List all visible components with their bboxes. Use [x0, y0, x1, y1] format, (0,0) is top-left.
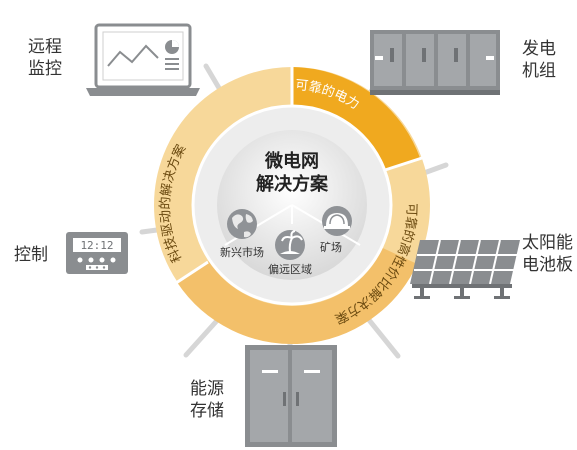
- helmet-icon: [322, 206, 352, 236]
- ring-separator-left: [175, 260, 209, 285]
- island-icon: [275, 230, 305, 260]
- label-remote-monitoring: 远程 监控: [28, 37, 62, 79]
- storage-cabinet-icon: [245, 345, 337, 447]
- control-display-time: 12:12: [80, 239, 113, 252]
- spoke-bottom-left: [183, 312, 225, 358]
- globe-icon: [227, 209, 257, 239]
- ring-segment-orange: [291, 67, 420, 172]
- market-label-mining: 矿场: [320, 240, 342, 254]
- control-panel-icon: 12:12: [66, 232, 128, 274]
- label-energy-storage: 能源 存储: [190, 379, 224, 421]
- inner-divider-left: [224, 204, 293, 246]
- label-generator-set: 发电 机组: [522, 39, 556, 81]
- market-label-remote: 偏远区域: [268, 262, 312, 276]
- label-control: 控制: [14, 245, 48, 265]
- market-label-emerging: 新兴市场: [220, 245, 264, 259]
- ring-separator-right: [381, 156, 423, 173]
- center-title-line2: 解决方案: [256, 173, 329, 195]
- ring-segment-mid: [177, 247, 418, 344]
- laptop-icon: [86, 23, 200, 96]
- spoke-bottom-right: [362, 312, 401, 359]
- generator-icon: [370, 30, 500, 95]
- outer-ring: [154, 64, 430, 344]
- solar-panel-icon: [410, 239, 520, 299]
- label-solar-panel: 太阳能 电池板: [522, 233, 573, 275]
- center-title-line1: 微电网: [264, 150, 319, 172]
